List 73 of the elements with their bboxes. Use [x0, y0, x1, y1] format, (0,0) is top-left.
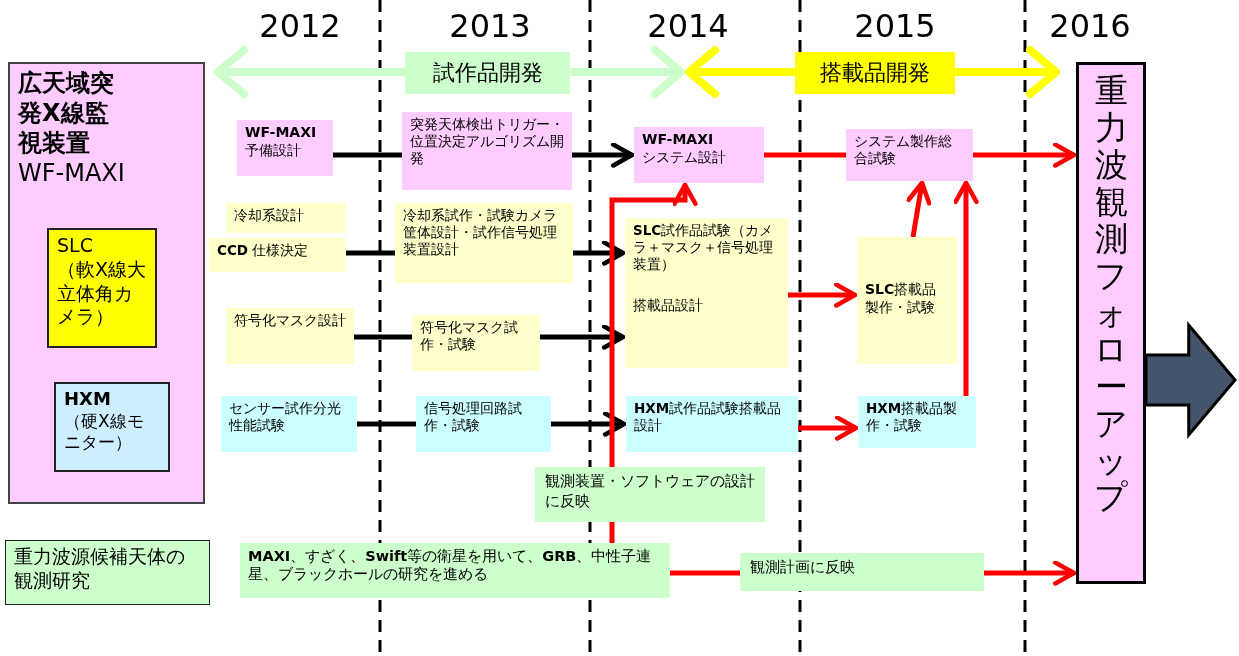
box-title: 広天域突発X線監視装置 — [18, 68, 115, 158]
edge-label: 観測計画に反映 — [740, 553, 984, 591]
connector-line — [354, 334, 412, 340]
arrow — [906, 180, 932, 238]
task-box — [209, 238, 346, 272]
task-box — [240, 543, 670, 598]
task-box — [54, 382, 170, 472]
task-box — [412, 315, 540, 371]
task-box — [416, 396, 551, 452]
box-text: システム製作総合試験 — [854, 133, 953, 167]
box-text: 予備設計 — [245, 141, 302, 159]
task-box — [846, 129, 973, 181]
box-text: HXM搭載品製作・試験 — [866, 400, 959, 434]
arrow — [609, 182, 698, 543]
year-label: 2016 — [1048, 6, 1132, 47]
task-box — [5, 540, 210, 605]
box-text: 冷却系設計 — [234, 207, 305, 224]
box-text: MAXI、すざく、Swift等の衛星を用いて、GRB、中性子連星、ブラックホールの研究を進める — [248, 547, 653, 584]
task-box — [226, 203, 346, 233]
year-label: 2013 — [448, 6, 532, 47]
box-text: HXM試作品試験搭載品設計 — [634, 400, 783, 434]
arrow — [788, 282, 858, 308]
arrow — [572, 142, 635, 168]
box-text: （軟X線大立体角カメラ） — [57, 257, 147, 329]
connector-line — [357, 421, 416, 427]
task-box — [237, 120, 333, 176]
box-title: SLC — [57, 234, 94, 258]
arrow — [551, 411, 627, 437]
box-text: （硬X線モニター） — [64, 410, 145, 453]
arrow — [973, 142, 1077, 168]
box-title: WF-MAXI — [245, 124, 318, 142]
arrow — [573, 240, 626, 266]
box-title: HXM — [64, 388, 112, 411]
phase-label: 試作品開発 — [405, 52, 570, 94]
box-text: センサー試作分光性能試験 — [229, 400, 342, 434]
connector-line — [333, 152, 402, 158]
arrow — [798, 415, 859, 441]
year-label: 2012 — [258, 6, 342, 47]
box-text: 符号化マスク設計 — [234, 312, 346, 329]
task-box — [858, 396, 976, 448]
box-title: SLC試作品試験（カメラ＋マスク＋信号処理装置） — [633, 222, 775, 273]
edge-label: 観測装置・ソフトウェアの設計に反映 — [535, 467, 765, 522]
box-text: 搭載品設計 — [633, 296, 704, 314]
box-text: 冷却系試作・試験カメラ筐体設計・試作信号処理装置設計 — [403, 207, 558, 258]
arrow — [953, 180, 979, 396]
task-box — [857, 237, 957, 364]
year-label: 2014 — [646, 6, 730, 47]
task-box — [402, 112, 572, 190]
box-text: システム設計 — [642, 148, 727, 166]
box-text: CCD 仕様決定 — [217, 242, 310, 259]
task-box — [221, 396, 357, 452]
task-box — [625, 218, 788, 368]
block-arrow — [1144, 320, 1237, 440]
arrow — [540, 324, 626, 350]
task-box — [47, 228, 157, 348]
box-title: WF-MAXI — [642, 131, 715, 149]
phase-label: 搭載品開発 — [795, 52, 955, 94]
task-box — [226, 308, 354, 364]
box-text: WF-MAXI — [18, 158, 126, 188]
goal-box — [1076, 62, 1146, 584]
box-text: 符号化マスク試作・試験 — [420, 319, 519, 353]
connector-line — [764, 152, 846, 158]
box-text: 信号処理回路試作・試験 — [424, 400, 523, 434]
box-text: 突発天体検出トリガー・位置決定アルゴリズム開発 — [410, 116, 564, 167]
task-box — [626, 396, 798, 452]
box-text: SLC搭載品製作・試験 — [865, 280, 938, 316]
task-box — [395, 203, 573, 283]
task-box — [634, 127, 764, 183]
year-label: 2015 — [853, 6, 937, 47]
task-box — [8, 62, 205, 504]
box-text: 重力波源候補天体の観測研究 — [14, 545, 186, 593]
box-text: 重力波観測フォローアップ — [1093, 73, 1129, 517]
connector-line — [346, 250, 395, 256]
